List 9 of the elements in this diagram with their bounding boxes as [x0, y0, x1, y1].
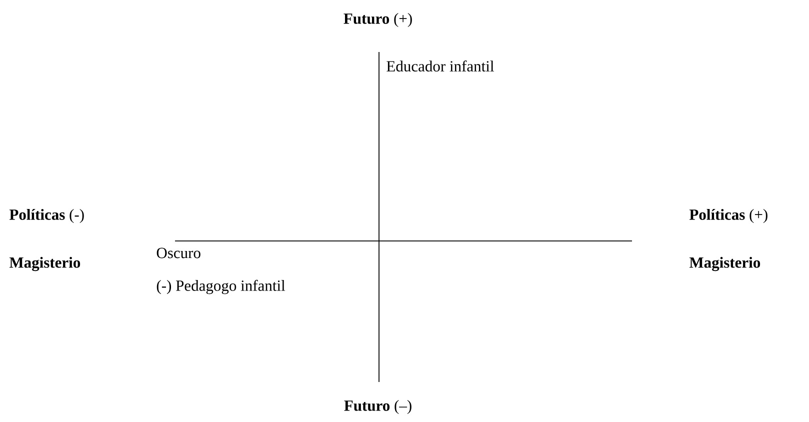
axis-label: Políticas (+)	[689, 208, 768, 224]
axis-label: Políticas (-)	[9, 208, 84, 224]
axis-label: Futuro (–)	[344, 400, 412, 414]
axis-label: (-) Pedagogo infantil	[156, 280, 286, 294]
axis-label: Futuro (+)	[344, 12, 412, 27]
axis-label: Magisterio	[689, 256, 760, 272]
axis-label: Oscuro	[156, 248, 200, 258]
axis-label: Magisterio	[9, 256, 80, 272]
axis-label: Educador infantil	[386, 60, 494, 72]
